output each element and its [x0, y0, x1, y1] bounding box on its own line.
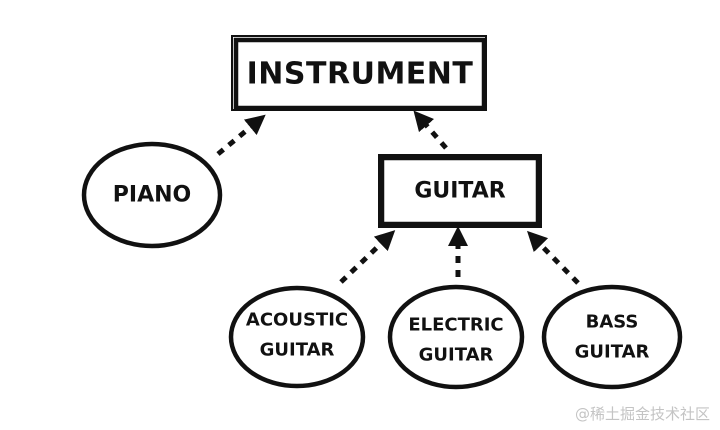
acoustic-guitar-node: ACOUSTIC GUITAR — [228, 285, 366, 389]
electric-guitar-node: ELECTRIC GUITAR — [387, 284, 525, 390]
instrument-node: INSTRUMENT — [231, 35, 487, 111]
guitar-node: GUITAR — [378, 154, 542, 228]
arrow-bass-to-guitar — [527, 230, 580, 285]
bass-label-line2: GUITAR — [575, 342, 650, 363]
guitar-label: GUITAR — [414, 179, 505, 204]
acoustic-label-line2: GUITAR — [260, 340, 335, 361]
arrow-piano-to-instrument — [216, 114, 266, 156]
electric-label-line2: GUITAR — [419, 345, 494, 366]
bass-label-line1: BASS — [586, 312, 639, 333]
arrow-guitar-to-instrument — [413, 110, 448, 150]
watermark: @稀土掘金技术社区 — [574, 405, 710, 423]
piano-node: PIANO — [81, 141, 223, 249]
arrow-acoustic-to-guitar — [339, 230, 396, 284]
piano-label: PIANO — [113, 183, 191, 208]
electric-label-line1: ELECTRIC — [408, 315, 503, 336]
instrument-label: INSTRUMENT — [247, 57, 474, 92]
bass-guitar-node: BASS GUITAR — [541, 284, 683, 390]
acoustic-label-line1: ACOUSTIC — [246, 310, 348, 331]
